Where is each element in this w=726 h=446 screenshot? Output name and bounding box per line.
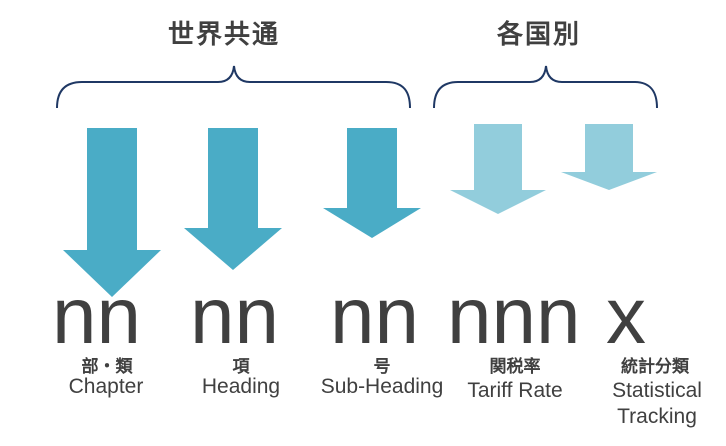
heading-label-jp: 項 bbox=[232, 357, 250, 377]
statistical-tracking-arrow bbox=[561, 124, 657, 190]
national-bracket bbox=[433, 65, 658, 109]
statistical-tracking-code: x bbox=[606, 271, 646, 360]
tariff-rate-arrow bbox=[450, 124, 546, 214]
sub-heading-code: nn bbox=[330, 271, 419, 360]
tariff-rate-label-jp: 関税率 bbox=[489, 357, 541, 377]
national-header: 各国別 bbox=[497, 20, 582, 50]
global-header: 世界共通 bbox=[168, 20, 281, 50]
heading-arrow bbox=[184, 128, 282, 270]
global-bracket bbox=[56, 65, 411, 109]
sub-heading-label-en: Sub-Heading bbox=[320, 375, 444, 398]
chapter-label-en: Chapter bbox=[68, 375, 144, 398]
chapter-code: nn bbox=[52, 271, 141, 360]
tariff-rate-code: nnn bbox=[447, 271, 581, 360]
heading-label-en: Heading bbox=[201, 375, 281, 398]
tariff-rate-label-en: Tariff Rate bbox=[467, 379, 563, 402]
sub-heading-arrow bbox=[323, 128, 421, 238]
heading-code: nn bbox=[190, 271, 279, 360]
sub-heading-label-jp: 号 bbox=[373, 357, 391, 377]
statistical-tracking-label-jp: 統計分類 bbox=[621, 357, 689, 377]
chapter-label-jp: 部・類 bbox=[81, 357, 133, 377]
chapter-arrow bbox=[63, 128, 161, 297]
statistical-tracking-label-en: Statistical Tracking bbox=[612, 379, 702, 428]
